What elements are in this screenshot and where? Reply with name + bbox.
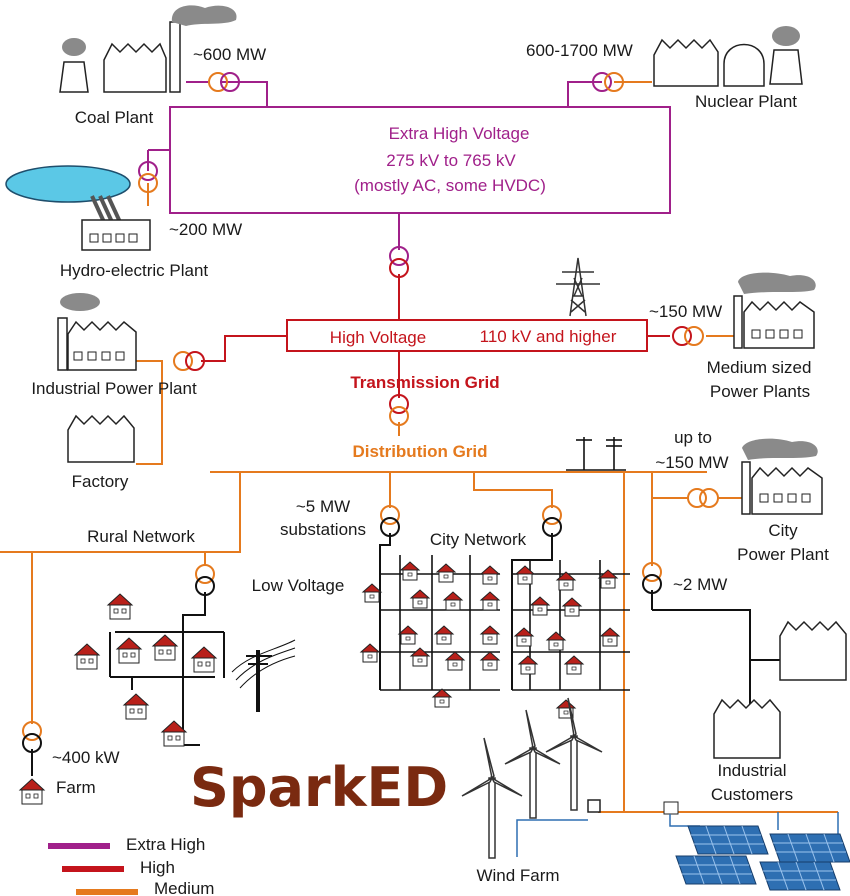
rural-transformer	[195, 564, 215, 596]
factory-icon	[67, 414, 135, 463]
city-network-label: City Network	[430, 530, 527, 549]
nuclear-plant-power: 600-1700 MW	[526, 41, 633, 60]
farm-transformer	[22, 721, 42, 753]
hv-lines	[201, 274, 670, 398]
industrial-customers-icon	[713, 620, 847, 759]
low-voltage-label: Low Voltage	[252, 576, 345, 595]
mv-lines	[0, 335, 838, 813]
rural-network-label: Rural Network	[87, 527, 195, 546]
coal-plant-icon	[59, 5, 237, 93]
hydro-plant-label: Hydro-electric Plant	[60, 261, 209, 280]
coal-plant-power: ~600 MW	[193, 45, 266, 64]
medium-plant-label-1: Medium sized	[707, 358, 812, 377]
wind-farm-icon	[461, 697, 603, 859]
hydro-transformer	[138, 161, 158, 193]
lv-lines	[31, 533, 780, 776]
solar-panels-icon	[663, 801, 850, 891]
rural-houses	[74, 593, 217, 747]
nuclear-transformer	[592, 72, 624, 92]
coal-plant-label: Coal Plant	[75, 108, 154, 127]
industrial-power-plant-icon	[57, 293, 137, 371]
city-plant-label-1: City	[768, 521, 798, 540]
hv-mv-transformer	[389, 394, 409, 426]
city-power-plant-icon	[741, 438, 823, 515]
medium-plant-power: ~150 MW	[649, 302, 722, 321]
farm-power: ~400 kW	[52, 748, 120, 767]
city-plant-label-2: Power Plant	[737, 545, 829, 564]
industrial-customer-transformer	[642, 562, 662, 594]
city-plant-power-1: up to	[674, 428, 712, 447]
industrial-customer-power: ~2 MW	[673, 575, 727, 594]
farm-house-icon	[19, 778, 45, 805]
hydro-plant-power: ~200 MW	[169, 220, 242, 239]
transmission-grid-label: Transmission Grid	[350, 373, 499, 392]
factory-label: Factory	[72, 472, 129, 491]
medium-plant-transformer	[672, 326, 704, 346]
transmission-tower-icon	[556, 257, 600, 317]
substations-power: ~5 MW	[296, 497, 350, 516]
utility-pole-icon	[231, 639, 296, 712]
nuclear-plant-label: Nuclear Plant	[695, 92, 797, 111]
wind-farm-label: Wind Farm	[476, 866, 559, 885]
distribution-pole-icon	[566, 437, 626, 471]
industrial-customers-label-2: Customers	[711, 785, 793, 804]
nuclear-plant-icon	[653, 26, 803, 87]
coal-transformer	[208, 72, 240, 92]
ehv-title: Extra High Voltage	[389, 124, 530, 143]
industrial-plant-transformer	[173, 351, 205, 371]
sparked-logo-text: SparkED	[190, 756, 448, 819]
legend-label-high: High	[140, 858, 175, 877]
medium-plant-label-2: Power Plants	[710, 382, 810, 401]
hv-title: High Voltage	[330, 328, 426, 347]
legend-label-medium: Medium	[154, 879, 214, 896]
industrial-power-plant-label: Industrial Power Plant	[31, 379, 197, 398]
medium-power-plant-icon	[733, 272, 816, 349]
ehv-range: 275 kV to 765 kV	[386, 151, 516, 170]
ehv-hv-transformer	[389, 246, 409, 278]
extra-high-voltage-box	[169, 106, 671, 214]
ehv-note: (mostly AC, some HVDC)	[354, 176, 546, 195]
hv-range: 110 kV and higher	[480, 327, 617, 346]
substations-label: substations	[280, 520, 366, 539]
substation-transformer	[380, 505, 400, 537]
industrial-customers-label-1: Industrial	[718, 761, 787, 780]
legend-label-extra-high: Extra High	[126, 835, 205, 854]
hydro-plant-icon	[5, 165, 151, 251]
distribution-grid-label: Distribution Grid	[352, 442, 487, 461]
city-plant-transformer	[687, 488, 719, 508]
city-substation-transformer	[542, 505, 562, 537]
farm-label: Farm	[56, 778, 96, 797]
legend: Extra High High Medium	[48, 835, 214, 896]
city-plant-power-2: ~150 MW	[655, 453, 728, 472]
ehv-lines	[147, 81, 602, 250]
